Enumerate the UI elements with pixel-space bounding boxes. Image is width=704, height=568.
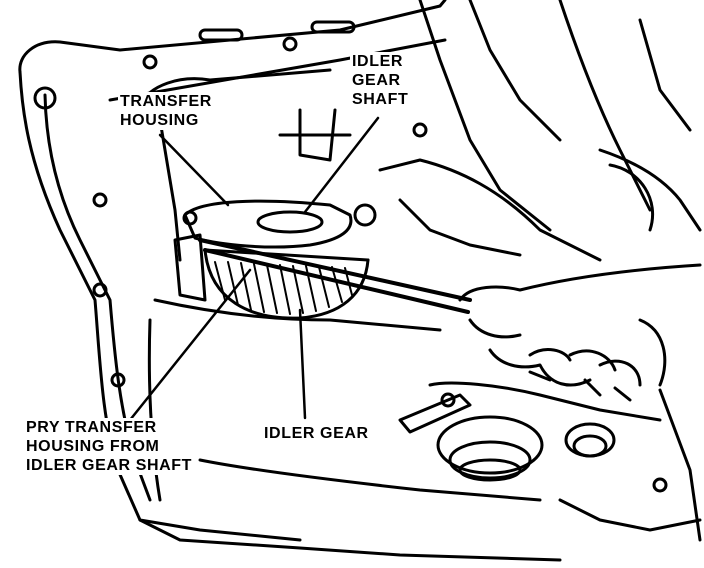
label-idler-gear-shaft: IDLER GEAR SHAFT xyxy=(350,52,411,109)
label-line: TRANSFER xyxy=(120,93,212,110)
case-bore xyxy=(398,381,702,542)
leader-pry-transfer-housing xyxy=(128,268,252,422)
bell-housing xyxy=(378,0,702,262)
label-idler-gear: IDLER GEAR xyxy=(262,424,371,443)
leader-idler-gear-shaft xyxy=(303,116,380,214)
label-line: GEAR xyxy=(352,72,401,89)
label-transfer-housing: TRANSFER HOUSING xyxy=(118,92,214,130)
transfer-housing-plate xyxy=(182,199,377,249)
leader-idler-gear xyxy=(298,308,307,420)
label-line: IDLER GEAR xyxy=(264,425,369,442)
label-line: PRY TRANSFER xyxy=(26,419,157,436)
housing-body xyxy=(138,68,562,562)
label-pry-instruction: PRY TRANSFER HOUSING FROM IDLER GEAR SHA… xyxy=(24,418,195,475)
label-line: IDLER xyxy=(352,53,403,70)
hand-drawing xyxy=(458,263,702,402)
leader-transfer-housing xyxy=(158,133,230,207)
label-line: SHAFT xyxy=(352,91,409,108)
label-line: IDLER GEAR SHAFT xyxy=(26,457,193,474)
label-line: HOUSING FROM xyxy=(26,438,160,455)
label-line: HOUSING xyxy=(120,112,199,129)
leader-lines xyxy=(128,116,380,422)
pry-bar xyxy=(198,238,472,314)
case-gasket xyxy=(18,0,447,542)
